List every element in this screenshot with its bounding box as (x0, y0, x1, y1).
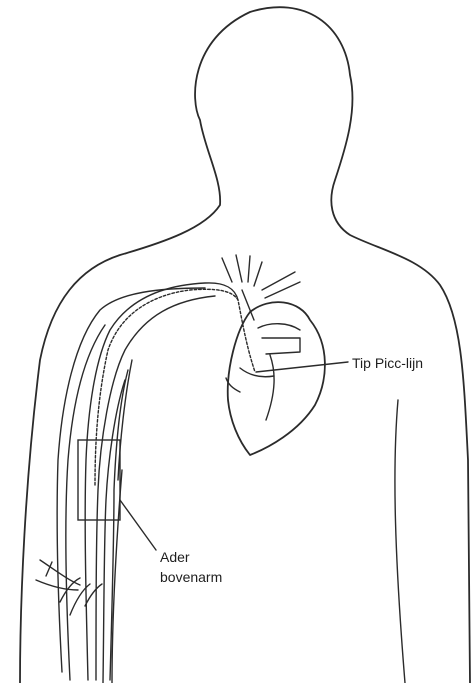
picc-tip-label: Tip Picc-lijn (352, 355, 423, 371)
vein-label-line1: Ader (160, 549, 190, 565)
body-outline (20, 7, 470, 683)
great-vessels (222, 255, 300, 320)
right-inner-arm-outline (395, 400, 405, 683)
arm-veins (57, 283, 238, 683)
vein-label-leader-line (120, 500, 156, 550)
heart (226, 302, 325, 455)
vein-label-line2: bovenarm (160, 569, 222, 585)
vein-branches (36, 560, 102, 615)
picc-tip-leader-line (256, 362, 348, 372)
